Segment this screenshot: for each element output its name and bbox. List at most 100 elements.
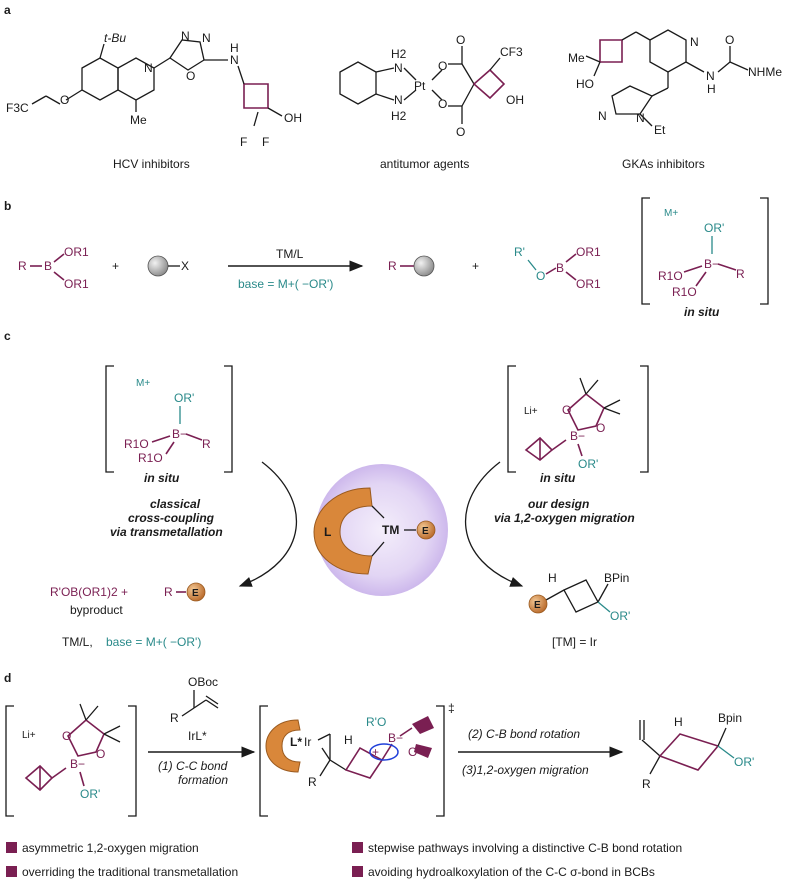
d-step1: OBoc R IrL* (1) C-C bond formation: [148, 675, 256, 787]
c-left-r: R: [202, 437, 211, 451]
d-ts-b: B−: [388, 731, 403, 745]
b-reagent-r: R: [18, 259, 27, 273]
c-left-m: M+: [136, 378, 150, 389]
b-bp-or1-bot: OR1: [576, 277, 601, 291]
b-x: X: [181, 259, 189, 273]
d-step1a: (1) C-C bond: [158, 759, 228, 773]
d-ts-ro: R'O: [366, 715, 386, 729]
bullet-marker-4: [352, 866, 363, 877]
c-right-insitu-label: in situ: [540, 471, 576, 485]
gka-me: Me: [568, 51, 585, 65]
c-left-b: B−: [172, 427, 187, 441]
b-bp-rprime: R': [514, 245, 525, 259]
c-left-product-r: R: [164, 585, 173, 599]
c-left-title-1: classical: [150, 497, 201, 511]
c-left-title-3: via transmetallation: [110, 525, 223, 539]
c-left-r1o-a: R1O: [124, 437, 149, 451]
panel-b-label: b: [4, 199, 11, 213]
gka-ho: HO: [576, 77, 594, 91]
b-bp-or1-top: OR1: [576, 245, 601, 259]
hcv-n1: N: [181, 29, 190, 43]
hcv-f1: F: [240, 135, 247, 149]
b-insitu-or: OR': [704, 221, 724, 235]
c-e: E: [422, 526, 429, 537]
bullet-3: overriding the traditional transmetallat…: [22, 865, 238, 879]
b-or1-bot: OR1: [64, 277, 89, 291]
d-product-bpin: Bpin: [718, 711, 742, 725]
c-left-curved-arrow: [238, 461, 298, 587]
antitumor-o2: O: [438, 97, 447, 111]
c-right-b: B−: [570, 429, 585, 443]
c-left-title-2: cross-coupling: [128, 511, 215, 525]
bullet-marker-1: [6, 842, 17, 853]
c-left-product-text: R'OB(OR1)2 +: [50, 585, 128, 599]
d-ts-ir: Ir: [304, 735, 311, 749]
c-right-title-2: via 1,2-oxygen migration: [494, 511, 635, 525]
gka-inhibitor-structure: Me HO N N H O NHMe N N Et GKAs inhibitor…: [568, 29, 782, 171]
d-start-o2: O: [96, 747, 105, 761]
c-tm: TM: [382, 523, 399, 537]
d-step3: (3)1,2-oxygen migration: [462, 763, 589, 777]
c-right-o1: O: [562, 403, 571, 417]
antitumor-pt: Pt: [414, 79, 426, 93]
b-insitu-label: in situ: [684, 305, 720, 319]
hcv-me: Me: [130, 113, 147, 127]
bullet-marker-3: [6, 866, 17, 877]
gka-caption: GKAs inhibitors: [622, 157, 705, 171]
d-start-or: OR': [80, 787, 100, 801]
b-insitu-r1o-b: R1O: [672, 285, 697, 299]
c-left-r1o-b: R1O: [138, 451, 163, 465]
hcv-tbu: t-Bu: [104, 31, 126, 45]
d-product-r: R: [642, 777, 651, 791]
antitumor-n1: N: [394, 61, 403, 75]
hcv-n2: N: [202, 31, 211, 45]
d-ts-plus: +: [372, 745, 379, 759]
b-product-r: R: [388, 259, 397, 273]
panel-c-label: c: [4, 329, 11, 343]
c-right-or: OR': [578, 457, 598, 471]
c-right-bpin: BPin: [604, 571, 629, 585]
panel-c-left-insitu: M+ OR' B− R R1O R1O in situ: [105, 365, 233, 485]
b-reagent-b: B: [44, 259, 52, 273]
c-right-product: H E BPin OR' [TM] = Ir: [528, 571, 630, 649]
panel-d-label: d: [4, 671, 11, 685]
b-bp-o: O: [536, 269, 545, 283]
c-right-bcb: [524, 436, 554, 462]
b-arrow-bottom: base = M+( −OR'): [238, 277, 333, 291]
gka-n-pyr: N: [690, 35, 699, 49]
d-reagent-cat: IrL*: [188, 729, 207, 743]
bullet-marker-2: [352, 842, 363, 853]
c-byproduct: byproduct: [70, 603, 123, 617]
c-catalyst-ligand: L TM E: [313, 487, 436, 575]
gka-n-a: N: [598, 109, 607, 123]
d-step2: (2) C-B bond rotation: [468, 727, 580, 741]
hcv-n-ring: N: [144, 61, 153, 75]
d-ts-l: L*: [290, 735, 302, 749]
antitumor-caption: antitumor agents: [380, 157, 469, 171]
hcv-o-ring: O: [186, 69, 195, 83]
c-right-h: H: [548, 571, 557, 585]
hcv-nh-h: H: [230, 41, 239, 55]
d-ts-o: O: [408, 745, 417, 759]
c-right-o2: O: [596, 421, 605, 435]
b-bracket-right: [760, 197, 769, 305]
d-product-or: OR': [734, 755, 754, 769]
c-left-product: R'OB(OR1)2 + R E byproduct TM/L, base = …: [50, 582, 206, 649]
c-right-or: OR': [610, 609, 630, 623]
antitumor-o4: O: [456, 125, 465, 139]
b-plus1: +: [112, 259, 119, 273]
d-final-product: R H Bpin OR': [639, 711, 754, 791]
hcv-nh-n: N: [230, 53, 239, 67]
c-conditions-b: base = M+( −OR'): [106, 635, 201, 649]
b-plus2: +: [472, 259, 479, 273]
d-start-b: B−: [70, 757, 85, 771]
b-insitu-r1o-a: R1O: [658, 269, 683, 283]
b-bracket-left: [641, 197, 650, 305]
d-steps-2-3: (2) C-B bond rotation (3)1,2-oxygen migr…: [458, 727, 624, 777]
c-tm-equals: [TM] = Ir: [552, 635, 597, 649]
d-ts-r: R: [308, 775, 317, 789]
antitumor-structure: H2 N N H2 Pt O O O O CF3 OH antitumor ag…: [339, 33, 524, 171]
hcv-oh: OH: [284, 111, 302, 125]
d-start-o1: O: [62, 729, 71, 743]
